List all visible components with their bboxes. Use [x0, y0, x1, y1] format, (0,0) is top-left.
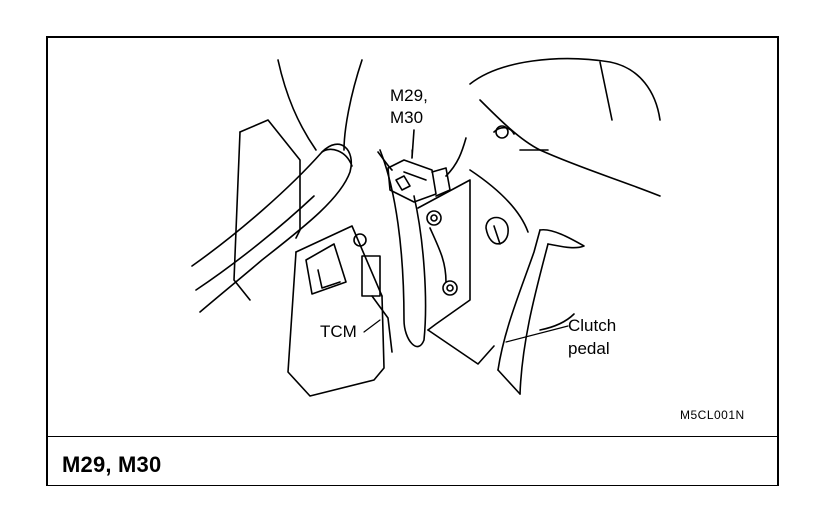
caption-bar: [46, 436, 779, 486]
leader-lines: [363, 149, 569, 343]
bracket-drawing: [277, 59, 495, 365]
tcm-module-drawing: [233, 119, 393, 397]
hose-drawing: [191, 143, 353, 313]
figure-frame: [46, 36, 779, 486]
connector-label-m30: M30: [390, 108, 424, 127]
connector-drawing: [377, 129, 467, 203]
clutch-pedal-label-line2: pedal: [568, 339, 610, 358]
clutch-pedal-label-line1: Clutch: [568, 316, 617, 335]
figure-code: M5CL001N: [680, 408, 745, 422]
pedal-area-drawing: [469, 57, 661, 395]
tcm-label: TCM: [320, 322, 357, 341]
figure-caption: M29, M30: [62, 452, 162, 477]
connector-label-m29: M29,: [390, 86, 428, 105]
